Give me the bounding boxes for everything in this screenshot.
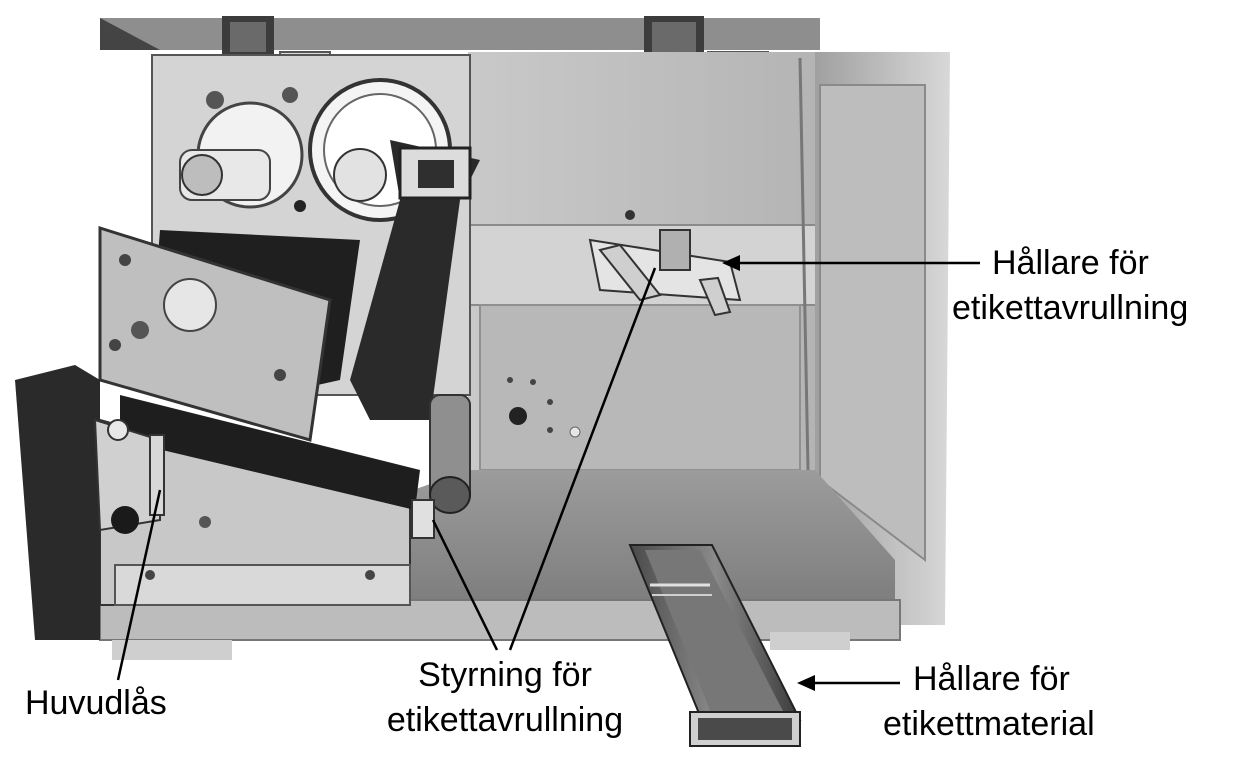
printhead-plate bbox=[98, 225, 332, 442]
head-lock-lever bbox=[15, 365, 165, 640]
arrowhead-label-holder bbox=[722, 255, 740, 271]
label-holder-line1: Hållare för bbox=[992, 244, 1149, 282]
guide-knob bbox=[411, 394, 471, 539]
media-holder-tray bbox=[628, 544, 802, 747]
arrowhead-media-holder bbox=[797, 675, 815, 691]
media-holder-line2: etikettmaterial bbox=[883, 705, 1095, 743]
media-holder-line1: Hållare för bbox=[913, 660, 1070, 698]
top-cover bbox=[100, 18, 820, 50]
head-lock-label: Huvudlås bbox=[25, 684, 167, 722]
leader-guide-2 bbox=[508, 267, 657, 651]
leader-guide-1 bbox=[431, 519, 499, 651]
lower-mechanism bbox=[99, 395, 420, 606]
roll-holder-bracket bbox=[588, 210, 742, 317]
guide-label-line2: etikettavrullning bbox=[386, 701, 624, 739]
leader-head-lock bbox=[116, 489, 162, 681]
right-side-wall bbox=[798, 52, 950, 625]
label-holder-line2: etikettavrullning bbox=[952, 289, 1189, 327]
leader-lines bbox=[116, 255, 980, 691]
guide-label-line1: Styrning för bbox=[418, 656, 592, 694]
